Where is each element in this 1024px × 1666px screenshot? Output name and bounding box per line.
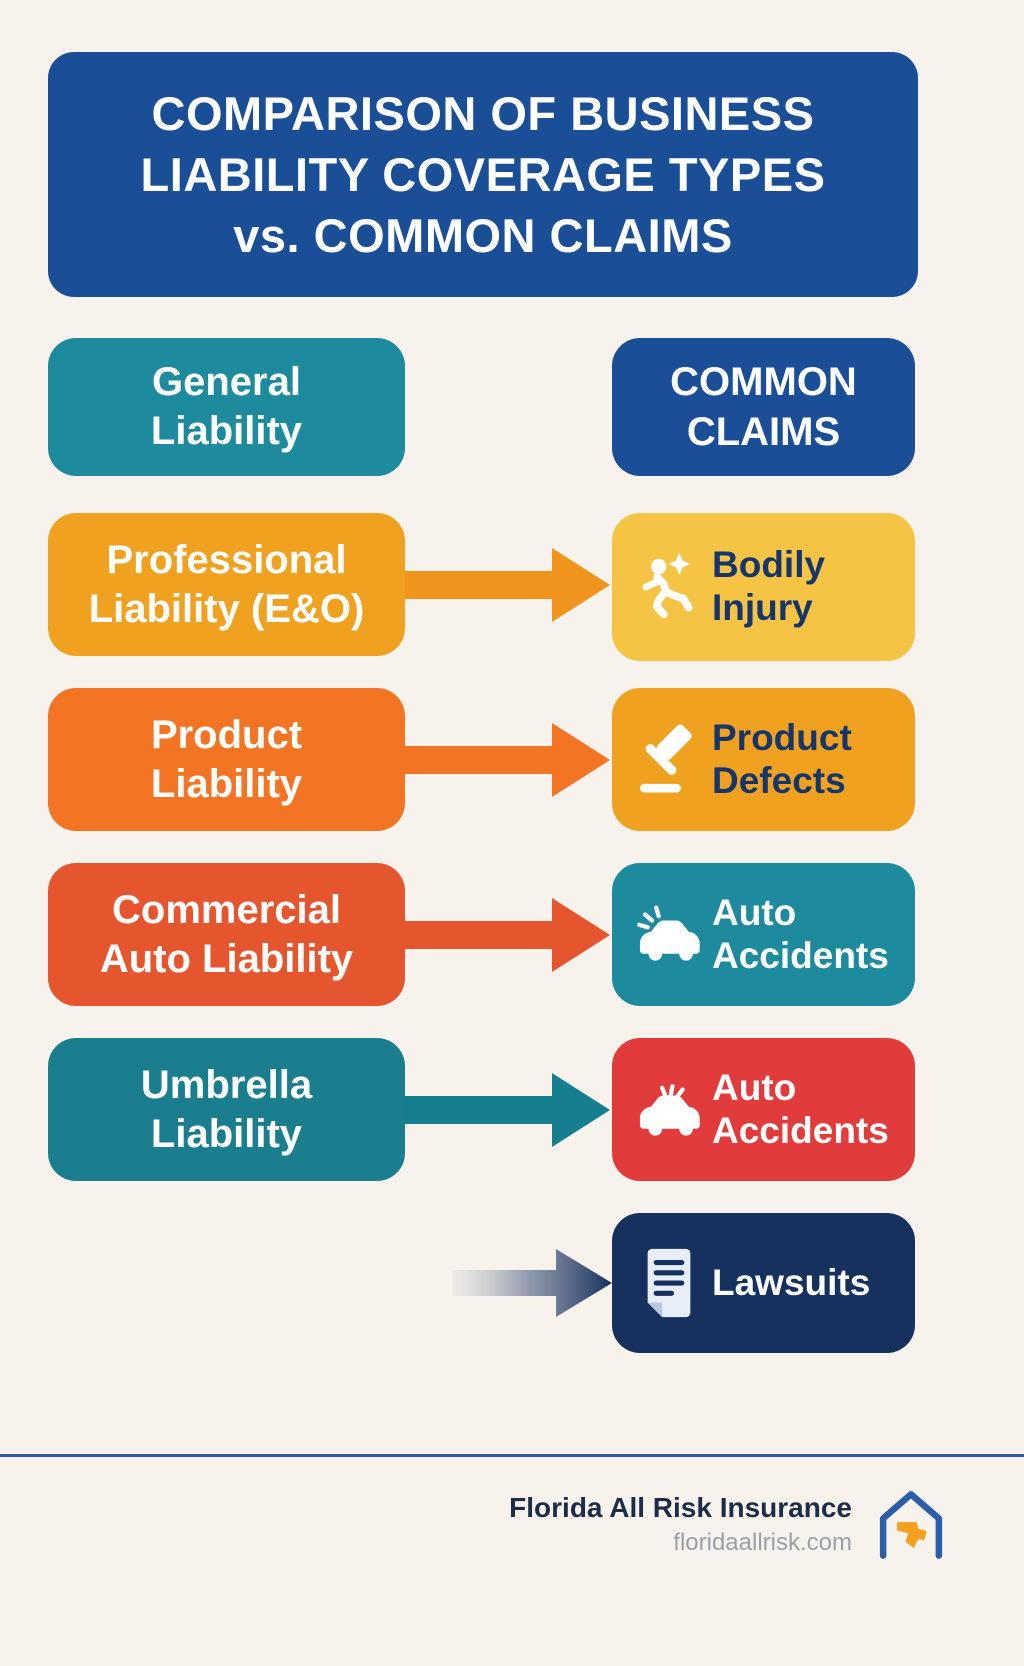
claims-header-box: COMMON CLAIMS — [612, 338, 915, 476]
coverage-label-line: Product — [150, 712, 303, 757]
brand-name: Florida All Risk Insurance — [509, 1491, 852, 1523]
coverage-label-line: Liability — [150, 1111, 303, 1156]
coverage-label-line: Umbrella — [140, 1062, 313, 1107]
coverage-label-line: Liability — [150, 409, 303, 453]
claim-box-bodily-injury: Bodily Injury — [612, 513, 915, 661]
coverage-label-line: General — [152, 360, 301, 405]
claim-label-line: Injury — [712, 587, 813, 628]
claim-box-lawsuits: Lawsuits — [612, 1213, 915, 1353]
title-line-1: COMPARISON OF BUSINESS — [151, 86, 815, 140]
coverage-box-commercial-auto-liability: Commercial Auto Liability — [48, 863, 405, 1006]
title-line-2: LIABILITY COVERAGE TYPES — [140, 147, 826, 201]
claim-label-line: Accidents — [712, 1109, 889, 1151]
claim-label-line: Auto — [712, 891, 797, 933]
claim-label-line: Product — [712, 716, 852, 758]
coverage-box-umbrella-liability: Umbrella Liability — [48, 1038, 405, 1181]
claims-header-line: COMMON — [670, 360, 857, 404]
claim-label-line: Auto — [712, 1066, 797, 1108]
florida-house-logo-icon — [872, 1488, 950, 1560]
arrow-product-to-product-defects — [405, 715, 610, 805]
footer: Florida All Risk Insurance floridaallris… — [509, 1488, 950, 1560]
website-url: floridaallrisk.com — [673, 1528, 852, 1556]
coverage-box-general-liability: General Liability — [48, 338, 405, 476]
claim-box-auto-accidents-2: Auto Accidents — [612, 1038, 915, 1181]
arrow-professional-to-bodily-injury — [405, 540, 610, 630]
coverage-label-line: Commercial — [112, 887, 341, 932]
footer-divider — [0, 1454, 1024, 1457]
gavel-icon — [626, 719, 712, 801]
car-crash-icon — [626, 1069, 712, 1151]
coverage-label-line: Professional — [106, 537, 347, 582]
lawsuit-document-icon — [626, 1242, 712, 1324]
car-crash-icon — [626, 894, 712, 976]
claims-header-line: CLAIMS — [686, 410, 841, 454]
claim-box-product-defects: Product Defects — [612, 688, 915, 831]
arrow-commercial-auto-to-auto-accidents — [405, 890, 610, 980]
coverage-box-product-liability: Product Liability — [48, 688, 405, 831]
arrow-to-lawsuits — [452, 1240, 612, 1326]
claim-label-line: Lawsuits — [712, 1261, 871, 1303]
title-line-3: vs. COMMON CLAIMS — [233, 209, 733, 263]
coverage-label-line: Auto Liability — [99, 936, 354, 981]
coverage-label-line: Liability (E&O) — [88, 586, 365, 631]
coverage-box-professional-liability: Professional Liability (E&O) — [48, 513, 405, 656]
arrow-umbrella-to-auto-accidents — [405, 1065, 610, 1155]
claim-label-line: Accidents — [712, 934, 889, 976]
coverage-label-line: Liability — [150, 761, 303, 806]
claim-label-line: Defects — [712, 759, 846, 801]
slip-and-fall-icon — [626, 546, 712, 628]
claim-label-line: Bodily — [712, 544, 826, 586]
title-banner: COMPARISON OF BUSINESS LIABILITY COVERAG… — [48, 52, 918, 297]
claim-box-auto-accidents-1: Auto Accidents — [612, 863, 915, 1006]
